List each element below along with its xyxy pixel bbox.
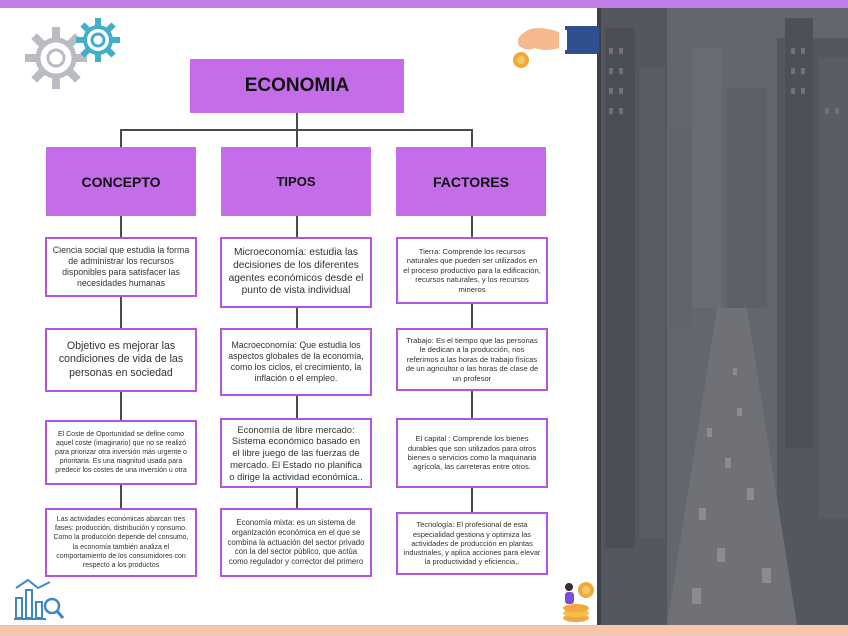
connector-title-down [296, 113, 298, 130]
photo-edge [597, 8, 601, 625]
factores-item-3: El capital : Comprende los bienes durabl… [396, 418, 548, 488]
gears-icon [18, 14, 126, 96]
concepto-item-3: El Coste de Oportunidad se define como a… [45, 420, 197, 485]
factores-item-1: Tierra: Comprende los recursos naturales… [396, 237, 548, 304]
connector-col3-top [471, 129, 473, 147]
tipos-item-3: Economía de libre mercado: Sistema econó… [220, 418, 372, 488]
tipos-item-1: Microeconomía: estudia las decisiones de… [220, 237, 372, 308]
header-tipos: TIPOS [221, 147, 371, 216]
bottom-accent-bar [0, 625, 848, 636]
connector-col2-top [296, 129, 298, 147]
concepto-item-2: Objetivo es mejorar las condiciones de v… [45, 328, 197, 392]
concepto-item-4: Las actividades económicas abarcan tres … [45, 508, 197, 577]
header-concepto: CONCEPTO [46, 147, 196, 216]
diagram-title: ECONOMIA [190, 59, 404, 113]
person-coins-icon [558, 578, 598, 624]
tipos-item-2: Macroeconomía: Que estudia los aspectos … [220, 328, 372, 396]
analytics-chart-icon [12, 576, 66, 622]
connector-col1-top [120, 129, 122, 147]
factores-item-2: Trabajo: Es el tiempo que las personas l… [396, 328, 548, 391]
city-street-photo [597, 8, 848, 625]
concepto-item-1: Ciencia social que estudia la forma de a… [45, 237, 197, 297]
factores-item-4: Tecnología: El profesional de esta espec… [396, 512, 548, 575]
hand-coin-icon [505, 22, 599, 72]
header-factores: FACTORES [396, 147, 546, 216]
tipos-item-4: Economía mixta: es un sistema de organiz… [220, 508, 372, 577]
top-accent-bar [0, 0, 848, 8]
